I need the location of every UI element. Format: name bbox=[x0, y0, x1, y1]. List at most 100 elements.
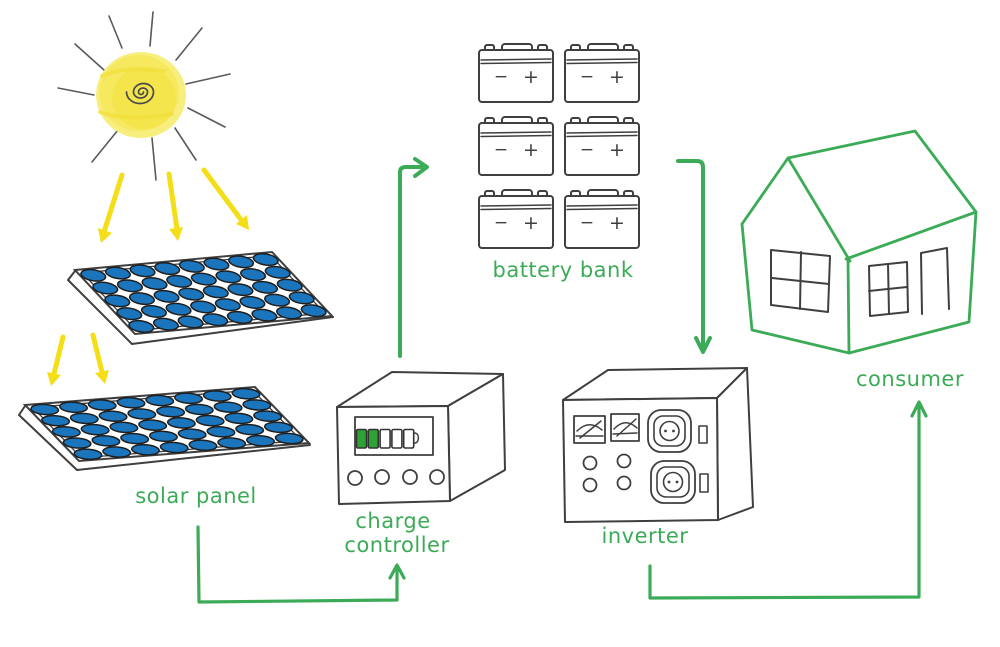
solar-cell bbox=[174, 428, 209, 440]
solar-cell bbox=[85, 399, 120, 411]
solar-cell bbox=[124, 408, 159, 420]
solar-cell bbox=[142, 394, 177, 406]
sun-ray bbox=[151, 137, 157, 181]
solar-cell bbox=[187, 272, 220, 285]
arrowhead-up bbox=[388, 563, 406, 580]
battery-charge-indicator bbox=[355, 428, 415, 449]
battery bbox=[564, 43, 640, 103]
solar-cell bbox=[171, 392, 206, 404]
inverter-slot bbox=[698, 425, 708, 444]
charge-level-segment bbox=[391, 428, 403, 449]
sun-ray bbox=[91, 129, 119, 163]
solar-cell bbox=[199, 313, 232, 326]
solar-cell bbox=[261, 421, 296, 433]
solar-cell bbox=[38, 415, 73, 427]
solar-panel-bottom bbox=[19, 387, 310, 470]
sunlight-arrow bbox=[166, 171, 180, 232]
sunlight-arrows-upper bbox=[98, 167, 249, 243]
battery bbox=[564, 116, 640, 176]
ac-outlet-icon bbox=[650, 460, 696, 504]
solar-cell bbox=[273, 306, 306, 319]
solar-cell bbox=[261, 293, 294, 306]
solar-cell bbox=[223, 311, 256, 324]
house-window bbox=[770, 249, 831, 313]
solar-cell bbox=[261, 266, 294, 279]
solar-cell bbox=[59, 437, 94, 449]
controller-button bbox=[347, 470, 363, 486]
solar-cell bbox=[128, 444, 163, 456]
house-door bbox=[920, 247, 950, 315]
charge-level-segment bbox=[355, 428, 368, 449]
battery-bank-label: battery bank bbox=[493, 258, 634, 282]
sunlight-arrow bbox=[51, 334, 66, 377]
connector-controller-to-battery bbox=[398, 165, 426, 358]
solar-panel-top bbox=[68, 252, 333, 344]
solar-cell bbox=[221, 412, 256, 424]
solar-cell bbox=[146, 430, 181, 442]
solar-cell bbox=[125, 320, 158, 333]
charge-level-segment bbox=[402, 428, 415, 449]
solar-cell bbox=[106, 421, 141, 433]
panel-edge bbox=[67, 270, 334, 345]
solar-cell bbox=[77, 424, 112, 436]
inverter-button bbox=[616, 453, 632, 469]
solar-cell bbox=[126, 292, 159, 305]
solar-cell bbox=[150, 318, 183, 331]
sunlight-arrow bbox=[201, 167, 245, 224]
solar-cell bbox=[212, 270, 245, 283]
solar-cell bbox=[113, 307, 146, 320]
solar-cell bbox=[117, 433, 152, 445]
solar-cell bbox=[56, 401, 91, 413]
panel-edge bbox=[18, 405, 311, 471]
sun-ray bbox=[175, 27, 203, 61]
arrowhead-up bbox=[910, 400, 928, 418]
solar-cell bbox=[272, 433, 307, 445]
solar-cell bbox=[182, 403, 217, 415]
house-walls bbox=[740, 210, 978, 355]
solar-cell bbox=[192, 415, 227, 427]
house-gable bbox=[786, 156, 852, 263]
solar-cell bbox=[138, 305, 171, 318]
controller-button bbox=[429, 469, 445, 485]
solar-cell bbox=[113, 397, 148, 409]
inverter-slot bbox=[699, 473, 709, 493]
solar-cell bbox=[27, 403, 62, 415]
connector-panel-to-controller bbox=[196, 525, 399, 604]
solar-cell bbox=[151, 262, 184, 275]
panel-cell-grid bbox=[27, 388, 307, 461]
solar-cell bbox=[243, 435, 278, 447]
house-roof bbox=[740, 129, 978, 226]
solar-cell bbox=[49, 426, 84, 438]
charge-controller bbox=[336, 371, 506, 505]
sun-ray bbox=[149, 11, 154, 47]
solar-cell bbox=[199, 285, 232, 298]
consumer-label: consumer bbox=[856, 367, 964, 391]
sun-spiral-icon bbox=[125, 82, 155, 105]
solar-cell bbox=[95, 410, 130, 422]
solar-cell bbox=[162, 302, 195, 315]
solar-cell bbox=[187, 300, 220, 313]
solar-cell bbox=[70, 448, 105, 460]
sun-ray bbox=[108, 15, 123, 49]
solar-cell bbox=[164, 417, 199, 429]
arrowhead bbox=[169, 227, 183, 241]
battery-bank bbox=[478, 43, 640, 249]
inverter bbox=[562, 367, 754, 523]
panel-cell-grid bbox=[77, 253, 330, 333]
arrowhead bbox=[98, 228, 112, 243]
solar-cell bbox=[285, 291, 318, 304]
solar-cell bbox=[225, 255, 258, 268]
solar-cell bbox=[174, 315, 207, 328]
arrowhead-right bbox=[413, 157, 429, 178]
sunlight-arrow bbox=[90, 332, 105, 375]
sun-ray bbox=[74, 43, 105, 71]
house-window bbox=[868, 261, 909, 317]
house-corner bbox=[846, 257, 851, 355]
battery bbox=[478, 43, 554, 103]
solar-cell bbox=[250, 410, 285, 422]
solar-cell bbox=[239, 399, 274, 411]
solar-cell bbox=[150, 290, 183, 303]
connector-inverter-to-consumer bbox=[648, 402, 921, 600]
